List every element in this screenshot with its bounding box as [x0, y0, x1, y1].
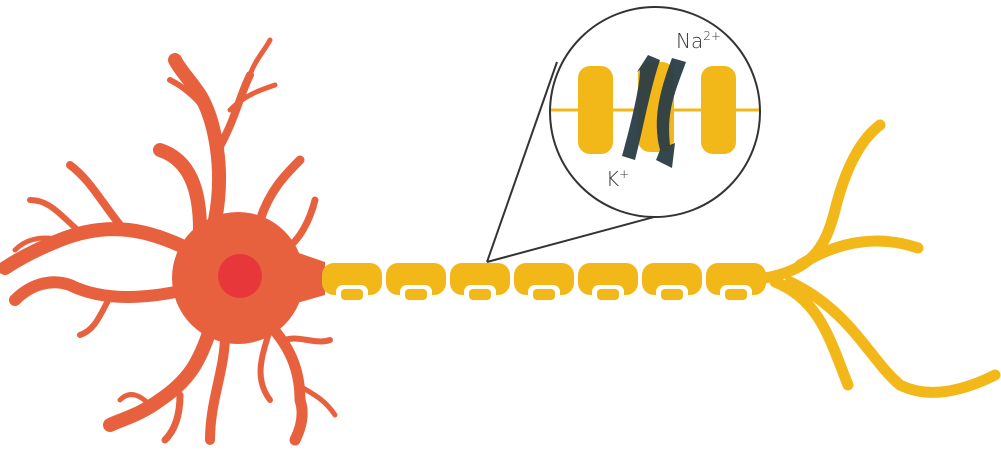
axon-hillock	[290, 250, 325, 305]
pointer-line-bottom	[486, 209, 681, 263]
membrane-protein-right	[701, 66, 736, 154]
myelin-segment	[514, 263, 574, 295]
node-tab	[725, 289, 747, 300]
node-tab	[469, 289, 491, 300]
node-tab	[405, 289, 427, 300]
myelin-segment	[642, 263, 702, 295]
myelin-segment	[706, 263, 766, 295]
membrane-protein-left	[578, 66, 613, 154]
myelin-segment	[386, 263, 446, 295]
axon-terminals	[759, 119, 1001, 398]
dendrites	[0, 37, 338, 446]
node-tab	[597, 289, 619, 300]
node-tab	[341, 289, 363, 300]
node-tab	[533, 289, 555, 300]
pointer-line-top	[486, 61, 558, 263]
myelin-segments	[322, 263, 766, 303]
myelin-segment	[450, 263, 510, 295]
myelin-segment	[578, 263, 638, 295]
node-tab	[661, 289, 683, 300]
potassium-arrow	[622, 55, 660, 160]
sodium-label: Na2+	[676, 29, 721, 53]
ion-channel-magnifier: Na2+ K+	[486, 6, 761, 263]
nucleus	[218, 254, 262, 298]
sodium-arrow	[656, 58, 686, 168]
potassium-label: K+	[606, 167, 629, 191]
myelin-segment	[322, 263, 382, 295]
